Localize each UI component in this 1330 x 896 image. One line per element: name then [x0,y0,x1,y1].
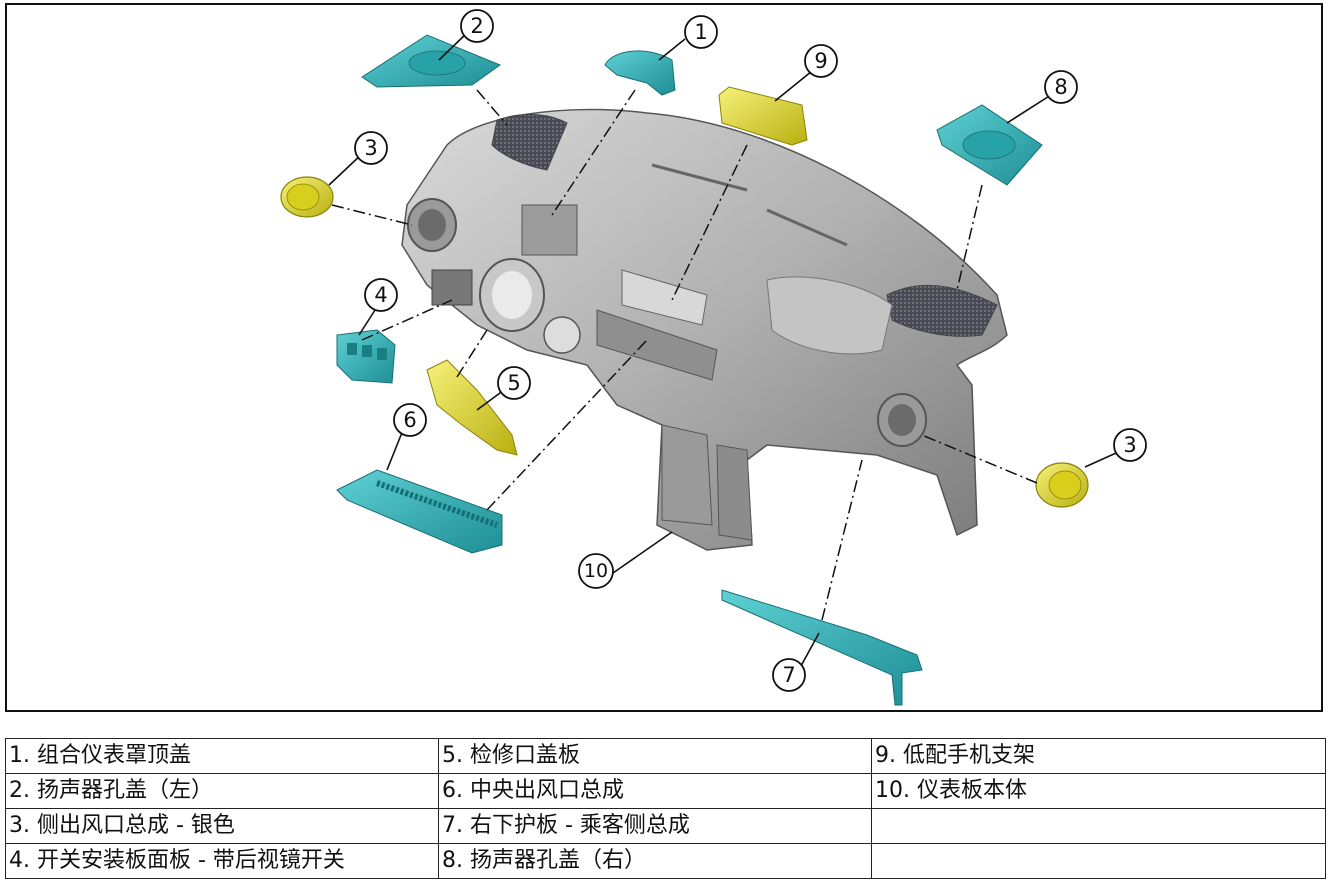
callout-2: 2 [460,9,494,43]
callout-3-left: 3 [354,131,388,165]
callout-label: 2 [470,14,483,38]
part-3-side-vent-right [1035,462,1089,508]
assembly-lines [331,89,1038,621]
part-1-cluster-hood-cap [604,50,676,96]
part-2-left-speaker-cover [361,34,502,88]
legend-row: 2. 扬声器孔盖（左） 6. 中央出风口总成 10. 仪表板本体 [5,773,1326,809]
callout-5: 5 [497,366,531,400]
legend-row: 1. 组合仪表罩顶盖 5. 检修口盖板 9. 低配手机支架 [5,738,1326,774]
callout-9: 9 [804,44,838,78]
part-4-switch-panel [336,329,396,384]
callout-label: 5 [507,371,520,395]
callout-label: 3 [1123,433,1136,457]
part-8-right-speaker-cover [936,104,1043,186]
legend-cell: 1. 组合仪表罩顶盖 [5,738,439,774]
callout-label: 6 [403,408,416,432]
part-7-lower-trim [721,589,923,706]
callout-7: 7 [772,658,806,692]
callout-label: 4 [374,283,387,307]
dashboard-body [401,108,1008,551]
legend-cell: 4. 开关安装板面板 - 带后视镜开关 [5,843,439,879]
part-6-center-vent [336,469,503,554]
legend-cell [871,808,1326,844]
callout-label: 3 [364,136,377,160]
legend-row: 3. 侧出风口总成 - 银色 7. 右下护板 - 乘客侧总成 [5,808,1326,844]
part-5-access-cover [426,359,518,456]
legend-row: 4. 开关安装板面板 - 带后视镜开关 8. 扬声器孔盖（右） [5,843,1326,879]
legend-cell: 8. 扬声器孔盖（右） [438,843,872,879]
part-9-phone-holder [718,86,808,146]
legend-cell: 6. 中央出风口总成 [438,773,872,809]
legend-cell: 9. 低配手机支架 [871,738,1326,774]
callout-label: 7 [782,663,795,687]
callout-10: 10 [578,553,614,589]
callout-label: 1 [694,20,707,44]
callout-8: 8 [1044,70,1078,104]
legend-cell: 3. 侧出风口总成 - 银色 [5,808,439,844]
callout-4: 4 [364,278,398,312]
legend-cell [871,843,1326,879]
callout-label: 9 [814,49,827,73]
legend-cell: 7. 右下护板 - 乘客侧总成 [438,808,872,844]
callout-6: 6 [393,403,427,437]
callout-1: 1 [684,15,718,49]
callout-label: 8 [1054,75,1067,99]
part-3-side-vent-left [280,176,334,218]
legend-cell: 10. 仪表板本体 [871,773,1326,809]
legend-cell: 2. 扬声器孔盖（左） [5,773,439,809]
parts-legend-table: 1. 组合仪表罩顶盖 5. 检修口盖板 9. 低配手机支架 2. 扬声器孔盖（左… [5,738,1326,879]
exploded-view-illustration: 1 2 3 3 4 5 6 7 8 9 10 [280,9,1147,706]
legend-cell: 5. 检修口盖板 [438,738,872,774]
callout-3-right: 3 [1113,428,1147,462]
callout-label: 10 [584,560,608,582]
exploded-diagram-frame: 1 2 3 3 4 5 6 7 8 9 10 [5,3,1323,712]
